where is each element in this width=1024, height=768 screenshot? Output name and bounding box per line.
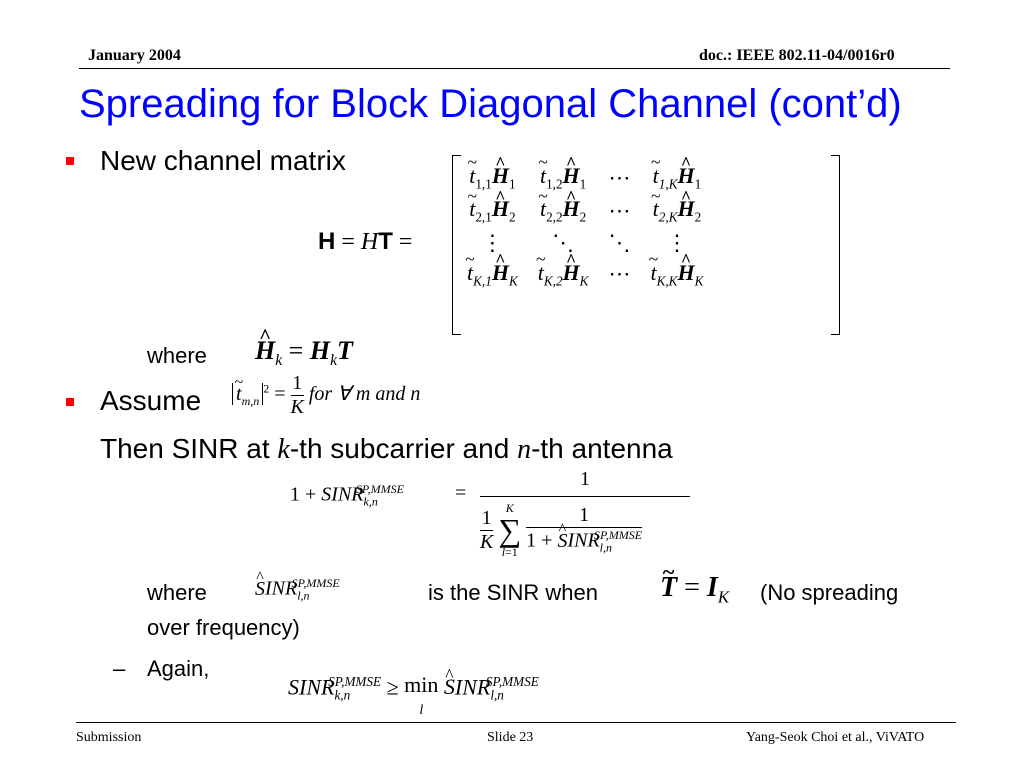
sinr-hat-term: SINRl,nSP,MMSE [255, 576, 340, 604]
t-equals-i: T = IK [660, 572, 729, 608]
sinr-line: Then SINR at k-th subcarrier and n-th an… [100, 433, 673, 466]
bullet-assume: Assume [100, 385, 202, 416]
header-date: January 2004 [88, 47, 181, 64]
hk-equation: Hk = HkT [255, 336, 353, 370]
footer-submission: Submission [76, 730, 142, 745]
sinr-line-part: Then SINR at [100, 433, 278, 464]
sinr-line-part: -th antenna [531, 433, 673, 464]
where-label-2: where [147, 580, 207, 605]
footer-rule [76, 722, 956, 723]
channel-matrix: t1,1H1 t1,2H1 ⋯ t1,KH1 t2,1H2 t2,2H2 ⋯ t… [452, 155, 840, 335]
sinr-line-part: -th subcarrier and [289, 433, 518, 464]
sinr-equation: 1 + SINRk,nSP,MMSE = 1 1K K∑l=1 11 + SIN… [290, 468, 700, 568]
is-sinr-when-text: is the SINR when [428, 580, 598, 605]
over-frequency-text: over frequency) [147, 615, 300, 640]
assume-equation: tm,n2 = 1K for ∀ m and n [232, 372, 420, 419]
footer-slide-number: Slide 23 [487, 730, 534, 745]
bullet-new-channel-matrix: New channel matrix [100, 145, 346, 176]
where-label-1: where [147, 343, 207, 368]
header-rule [79, 68, 950, 69]
sinr-line-n: n [517, 434, 532, 465]
slide-title: Spreading for Block Diagonal Channel (co… [79, 82, 902, 126]
header-doc-id: doc.: IEEE 802.11-04/0016r0 [699, 47, 895, 64]
again-text: Again, [147, 656, 210, 681]
no-spreading-text: (No spreading [760, 580, 899, 605]
dash-marker: – [113, 656, 126, 681]
sinr-line-k: k [277, 434, 290, 465]
footer-authors: Yang-Seok Choi et al., ViVATO [746, 730, 925, 745]
bullet-marker [66, 157, 74, 165]
matrix-lhs: H = HT = [318, 228, 413, 255]
bullet-marker [66, 398, 74, 406]
